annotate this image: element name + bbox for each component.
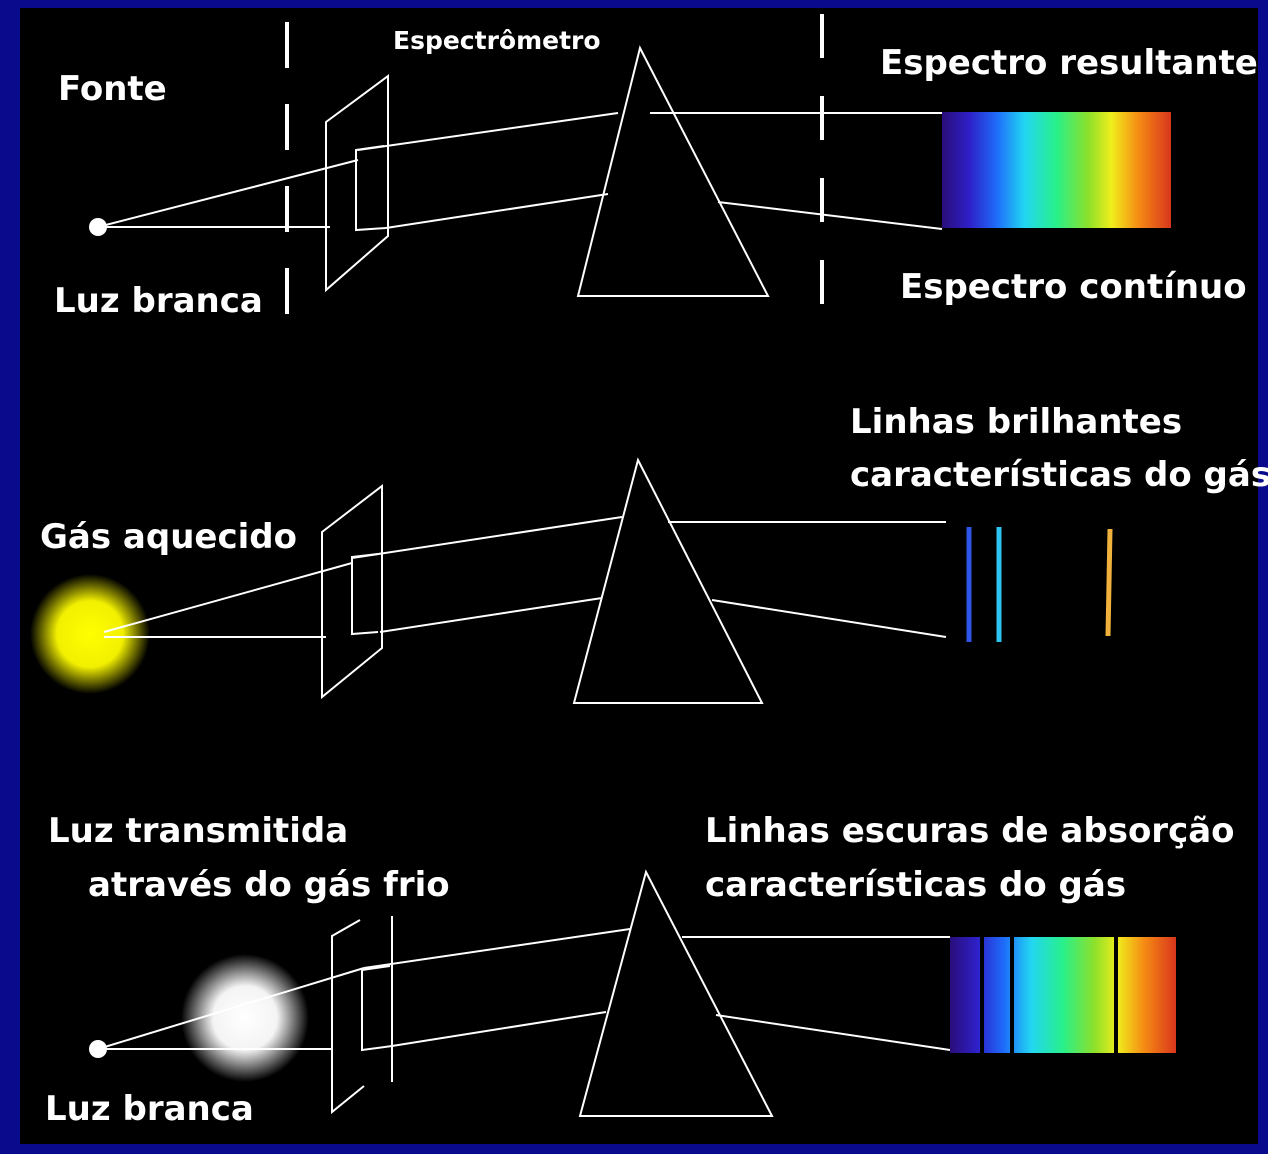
slit-opening (361, 965, 393, 1052)
emission-caption-line2: características do gás (850, 455, 1268, 495)
source-label: Fonte (58, 69, 167, 109)
dispersed-ray-lower (711, 599, 947, 638)
slit-plate (325, 74, 389, 293)
source-sub-label: Luz branca (45, 1089, 254, 1129)
beam-upper (351, 516, 623, 559)
slit-plate (321, 483, 383, 700)
absorption-caption-line2: características do gás (705, 865, 1126, 905)
dispersed-ray-lower (715, 1014, 951, 1051)
spectrometer-label: Espectrômetro (393, 26, 601, 55)
panel-continuous-spectrum: Fonte Espectrômetro Espectro resultante … (54, 14, 1258, 340)
absorption-spectrum-band (950, 937, 1176, 1053)
beam-upper (363, 928, 631, 969)
hot-gas-glow (30, 574, 150, 694)
ray-upper-in (97, 967, 365, 1050)
continuous-spectrum-band (942, 112, 1171, 228)
beam-lower (379, 597, 603, 633)
prism (578, 869, 774, 1117)
hot-gas-label: Gás aquecido (40, 517, 297, 557)
transmitted-light-line2: através do gás frio (88, 865, 450, 905)
absorption-caption-line1: Linhas escuras de absorção (705, 811, 1235, 851)
emission-line-orange (1105, 528, 1113, 637)
emission-caption-line1: Linhas brilhantes (850, 402, 1182, 442)
result-caption: Espectro contínuo (900, 267, 1247, 307)
slit-opening (351, 553, 379, 636)
slit-opening (355, 145, 387, 232)
slit-plate-left-edge (331, 919, 365, 1115)
dispersed-ray-lower (717, 201, 943, 230)
prism (576, 45, 770, 297)
ray-upper-in (103, 562, 353, 633)
beam-upper (357, 112, 619, 151)
transmitted-light-line1: Luz transmitida (48, 811, 348, 851)
beam-lower (391, 1011, 607, 1047)
ray-upper-in (97, 159, 359, 228)
result-title: Espectro resultante (880, 43, 1258, 83)
prism (572, 457, 764, 704)
panel-absorption-spectrum: Luz transmitida através do gás frio Linh… (45, 811, 1235, 1129)
panel-emission-spectrum: Gás aquecido Linhas brilhantes caracterí… (30, 402, 1268, 704)
beam-lower (385, 193, 609, 229)
source-sub-label: Luz branca (54, 281, 263, 321)
